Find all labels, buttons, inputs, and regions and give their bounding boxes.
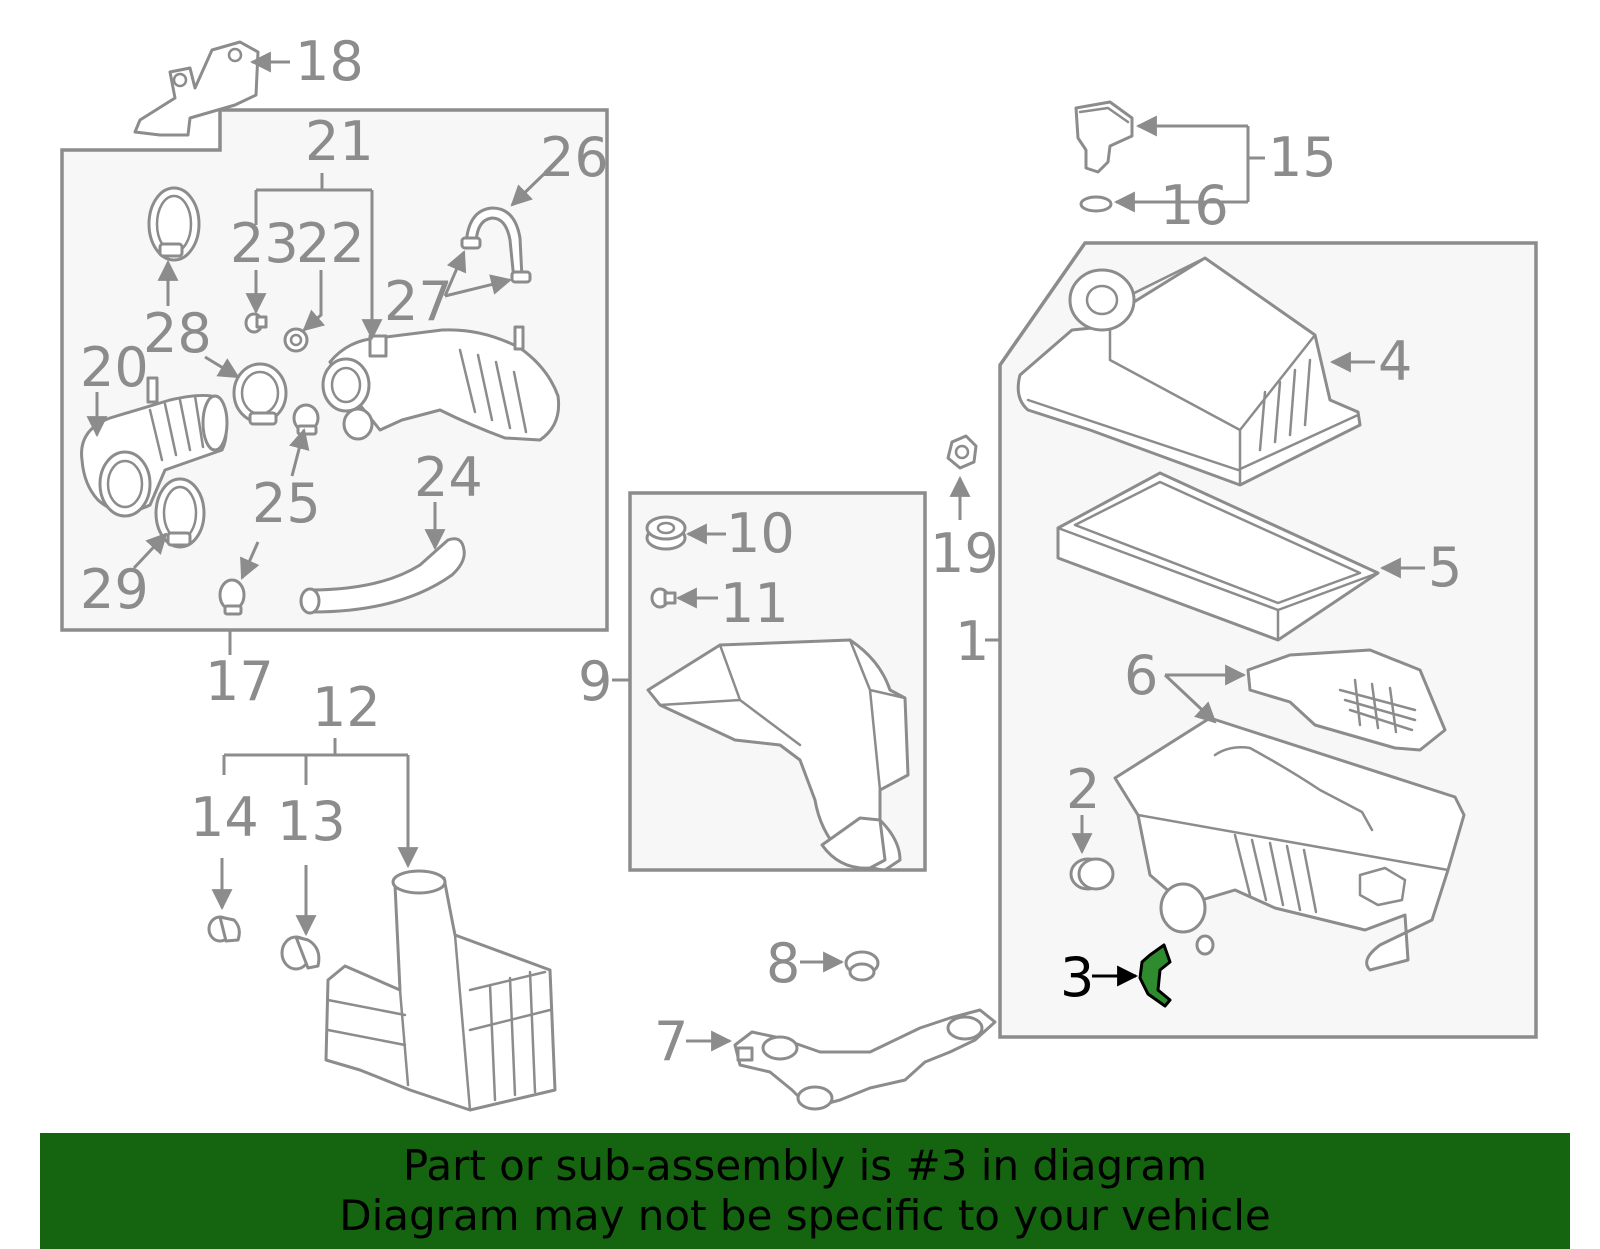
- callout-3-highlighted: 3: [1060, 946, 1094, 1009]
- part-21-intake-duct: [321, 325, 561, 442]
- callout-16: 16: [1160, 174, 1229, 237]
- part-top-clamp: [147, 186, 201, 262]
- callout-12: 12: [312, 676, 381, 739]
- part-24-hose: [299, 537, 466, 615]
- callout-6: 6: [1124, 644, 1158, 707]
- callout-22: 22: [296, 212, 365, 275]
- callout-28: 28: [143, 302, 212, 365]
- part-12-resonator-box: [324, 869, 557, 1112]
- part-5-filter-element: [1056, 471, 1380, 642]
- part-22-grommet: [283, 327, 309, 353]
- banner-line-2: Diagram may not be specific to your vehi…: [339, 1191, 1271, 1240]
- callout-1: 1: [955, 610, 989, 673]
- part-2-grommet: [1069, 857, 1115, 891]
- callout-14: 14: [190, 786, 259, 849]
- callout-9: 9: [578, 650, 612, 713]
- part-29-clamp: [154, 477, 206, 549]
- part-10-grommet: [645, 515, 687, 551]
- callout-24: 24: [414, 446, 483, 509]
- callout-20: 20: [80, 336, 149, 399]
- leader-lines: [86, 51, 1425, 1052]
- callout-2: 2: [1066, 758, 1100, 821]
- part-6-resonator: [1246, 648, 1447, 752]
- part-20-hose: [80, 376, 229, 518]
- callout-4: 4: [1378, 330, 1412, 393]
- part-4-upper-housing: [1016, 256, 1362, 487]
- callout-15: 15: [1268, 126, 1337, 189]
- part-13-bushing: [280, 935, 321, 971]
- part-26-breather-hose: [460, 206, 532, 284]
- part-3-clip-highlighted: [1138, 943, 1172, 1008]
- callout-25: 25: [252, 472, 321, 535]
- callout-29: 29: [80, 558, 149, 621]
- callout-7: 7: [654, 1010, 688, 1073]
- callout-19: 19: [930, 522, 999, 585]
- banner-line-1: Part or sub-assembly is #3 in diagram: [402, 1141, 1208, 1190]
- part-1-lower-housing: [1113, 716, 1466, 972]
- callout-18: 18: [295, 30, 364, 93]
- part-23-bolt: [244, 312, 268, 334]
- part-11-clip: [650, 587, 677, 609]
- callout-26: 26: [540, 126, 609, 189]
- part-28-clamp: [232, 362, 288, 426]
- callout-17: 17: [205, 650, 274, 713]
- callout-11: 11: [720, 572, 789, 635]
- callout-21: 21: [305, 110, 374, 173]
- part-8-grommet: [844, 950, 880, 982]
- info-banner: Part or sub-assembly is #3 in diagram Di…: [40, 1133, 1570, 1249]
- callout-13: 13: [277, 790, 346, 853]
- callout-8: 8: [766, 932, 800, 995]
- callout-5: 5: [1428, 536, 1462, 599]
- part-19-nut: [946, 434, 978, 470]
- part-14-bushing: [207, 915, 241, 943]
- part-25-clip: [292, 403, 320, 436]
- part-17-clip: [218, 578, 246, 616]
- part-9-air-guide: [646, 638, 910, 872]
- callout-labels: 18 21 26 23 22 27 28 20 24 25 29 17 12 1…: [80, 30, 1462, 1073]
- part-16-o-ring: [1079, 195, 1113, 213]
- part-15-maf-sensor: [1074, 100, 1134, 174]
- callout-10: 10: [726, 502, 795, 565]
- callout-27: 27: [384, 270, 453, 333]
- part-7-bracket: [733, 1008, 997, 1111]
- callout-23: 23: [230, 212, 299, 275]
